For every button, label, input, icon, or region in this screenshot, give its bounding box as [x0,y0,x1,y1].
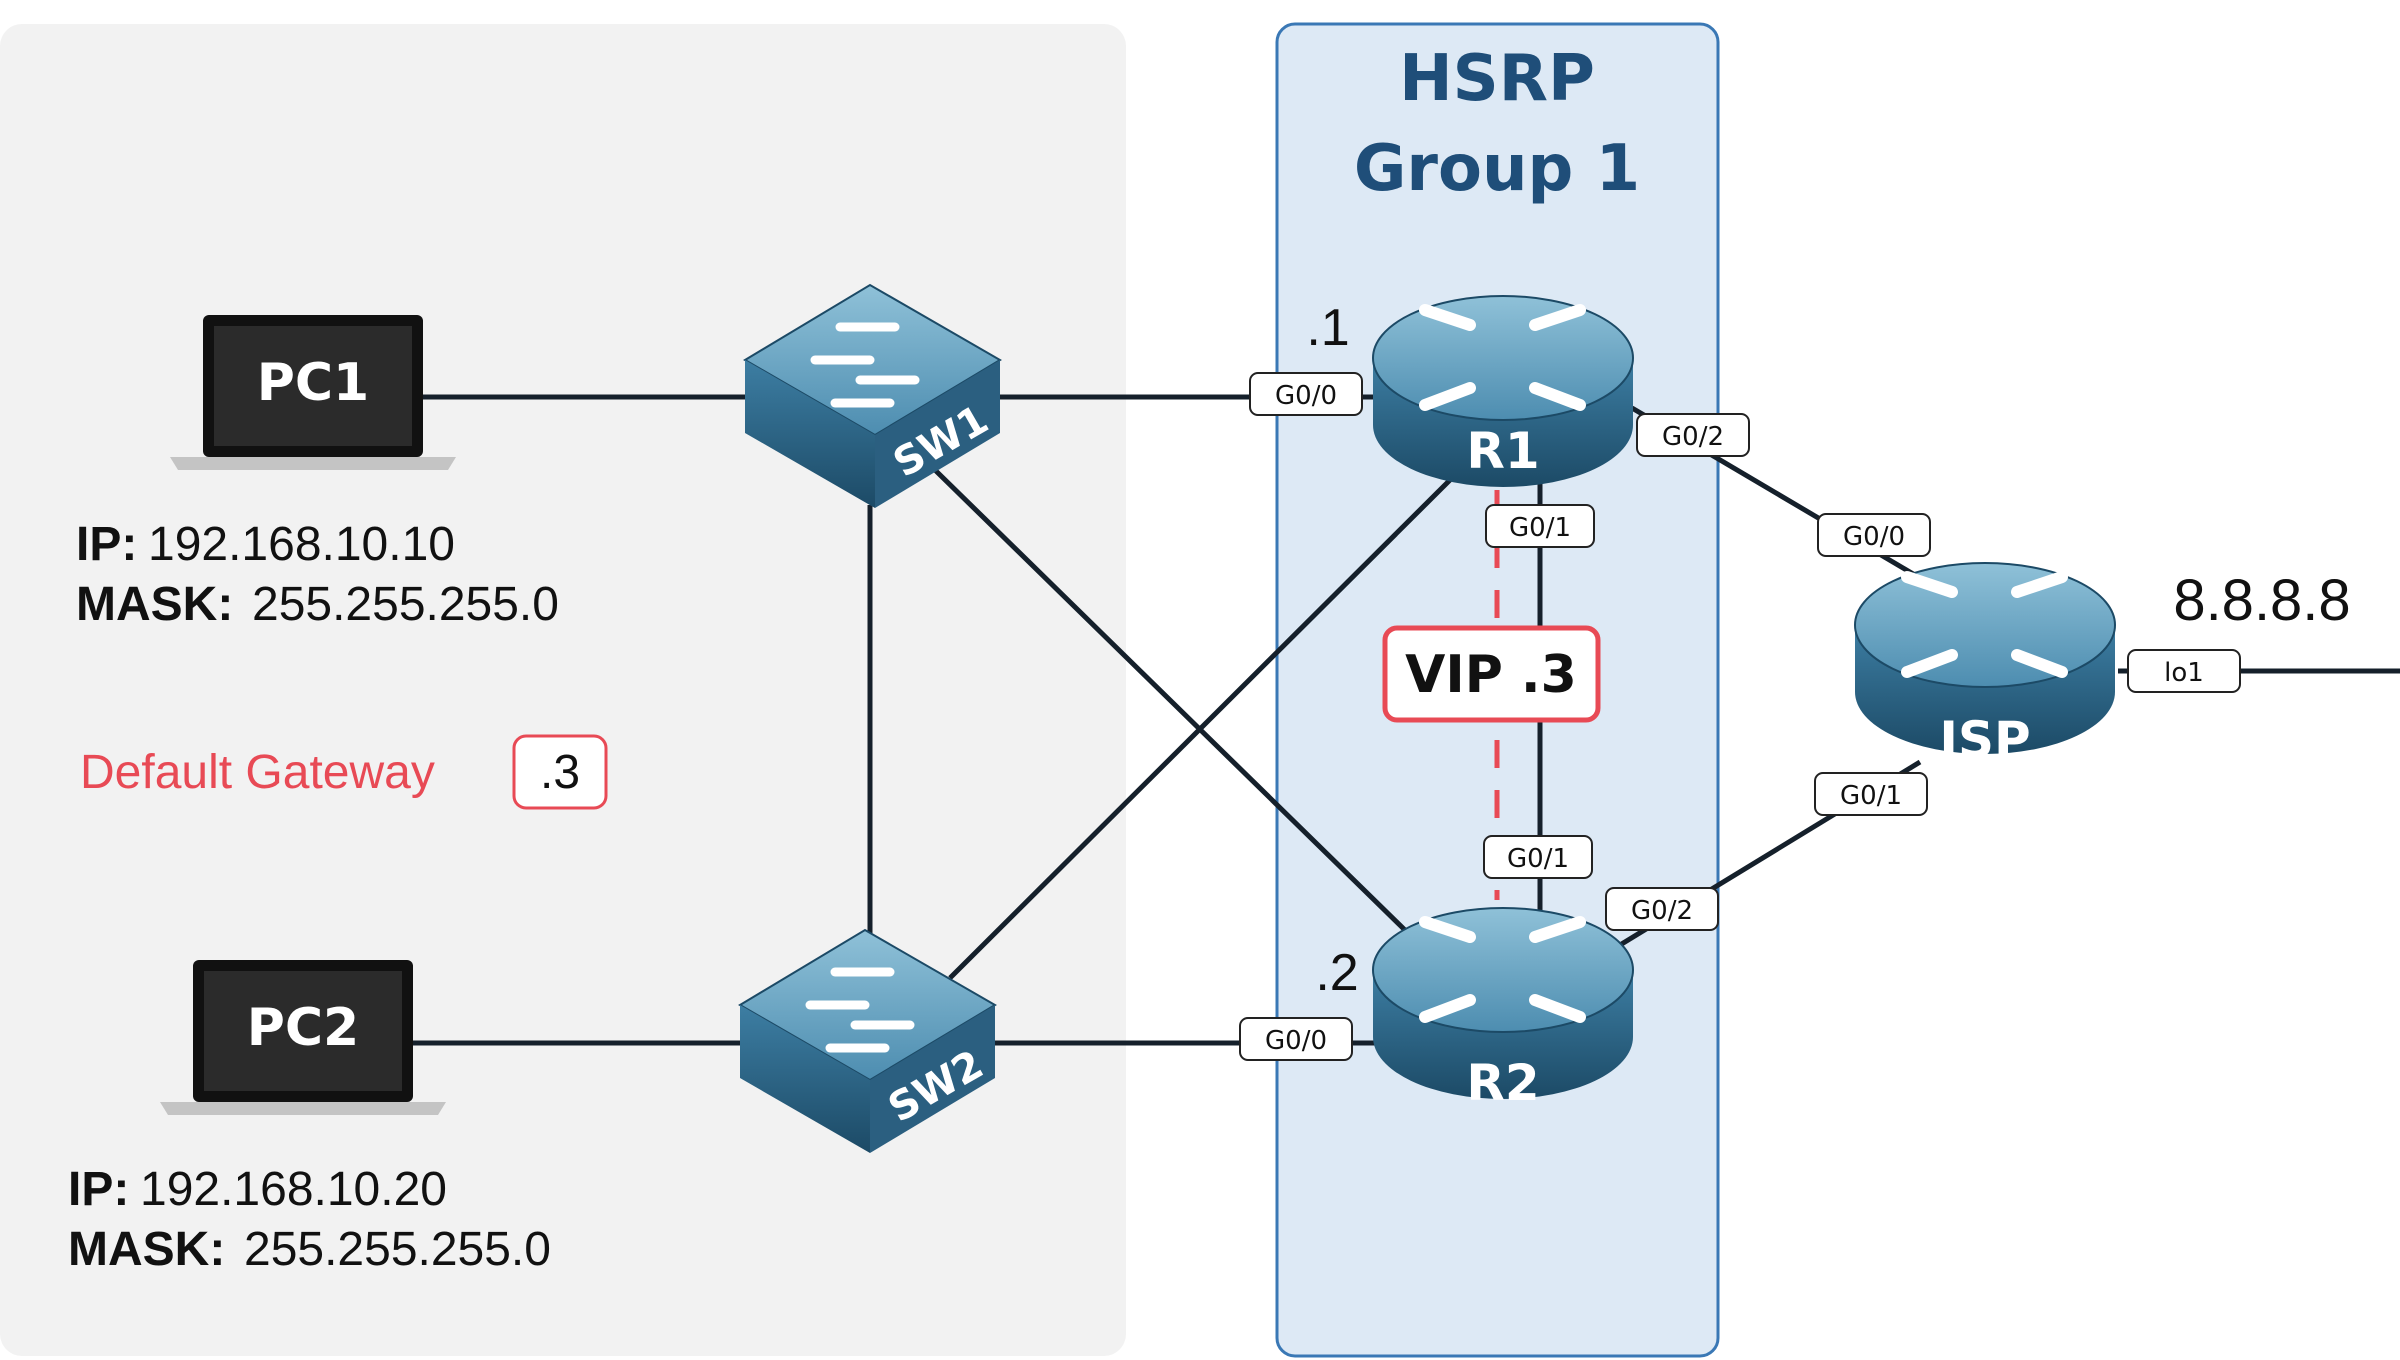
r2-router-icon[interactable]: R2 [1372,907,1634,1112]
isp-arrows-icon [1901,571,2068,678]
lan-zone [0,24,1126,1356]
port-r1-g00-label: G0/0 [1275,381,1337,411]
port-r2-g01-label: G0/1 [1507,844,1569,874]
r1-router-icon[interactable]: R1 [1372,295,1634,487]
r2-arrows-icon [1419,916,1586,1023]
port-isp-g00-label: G0/0 [1843,522,1905,552]
pc1-mask-label: MASK: [76,578,233,631]
pc1-label: PC1 [257,353,369,413]
r2-address-suffix: .2 [1315,944,1358,1002]
sw2-arrows-icon [805,967,915,1053]
port-r1-g01-label: G0/1 [1509,513,1571,543]
default-gateway-box [512,734,608,810]
pc2-mask-value: 255.255.255.0 [244,1223,551,1276]
port-isp-g00: G0/0 [1817,513,1931,557]
r1-address-suffix: .1 [1306,299,1349,357]
isp-label: ISP [1939,711,2030,769]
port-r1-g02: G0/2 [1636,413,1750,457]
port-isp-lo1: lo1 [2127,649,2241,693]
port-r1-g02-label: G0/2 [1662,422,1724,452]
r1-label: R1 [1466,422,1539,480]
port-labels: G0/0 G0/2 G0/1 G0/1 G0/2 G0/0 G0/0 G0/1 [1239,372,2241,1061]
port-r2-g02-label: G0/2 [1631,896,1693,926]
port-r2-g00: G0/0 [1239,1017,1353,1061]
port-r1-g00: G0/0 [1249,372,1363,416]
pc2-ip-value: 192.168.10.20 [140,1163,447,1216]
hsrp-title-line2: Group 1 [1354,132,1640,206]
pc2-label: PC2 [247,998,359,1058]
r2-label: R2 [1466,1054,1539,1112]
link-sw1-r2 [933,468,1412,937]
r1-arrows-icon [1419,304,1586,411]
port-r2-g01: G0/1 [1483,835,1593,879]
pc1-ip-value: 192.168.10.10 [148,518,455,571]
default-gateway-value: .3 [540,746,580,799]
vip-label: VIP .3 [1405,645,1577,705]
default-gateway-label: Default Gateway [80,746,435,799]
pc2-mask-label: MASK: [68,1223,225,1276]
port-r1-g01: G0/1 [1485,504,1595,548]
internet-address: 8.8.8.8 [2173,568,2350,633]
port-isp-g01: G0/1 [1814,772,1928,816]
vip-badge: VIP .3 [1382,625,1601,723]
port-isp-lo1-label: lo1 [2164,658,2204,688]
port-r2-g00-label: G0/0 [1265,1026,1327,1056]
pc2-laptop-icon[interactable]: PC2 [160,960,446,1115]
pc1-ip-label: IP: [76,518,137,571]
port-r2-g02: G0/2 [1605,887,1719,931]
pc2-ip-label: IP: [68,1163,129,1216]
sw1-switch-icon[interactable]: SW1 [743,283,1002,508]
hsrp-title-line1: HSRP [1399,42,1595,116]
isp-router-icon[interactable]: ISP [1854,562,2116,769]
pc1-laptop-icon[interactable]: PC1 [170,315,456,470]
port-isp-g01-label: G0/1 [1840,781,1902,811]
pc1-mask-value: 255.255.255.0 [252,578,559,631]
sw1-arrows-icon [810,322,920,408]
link-sw2-r1 [948,476,1454,980]
